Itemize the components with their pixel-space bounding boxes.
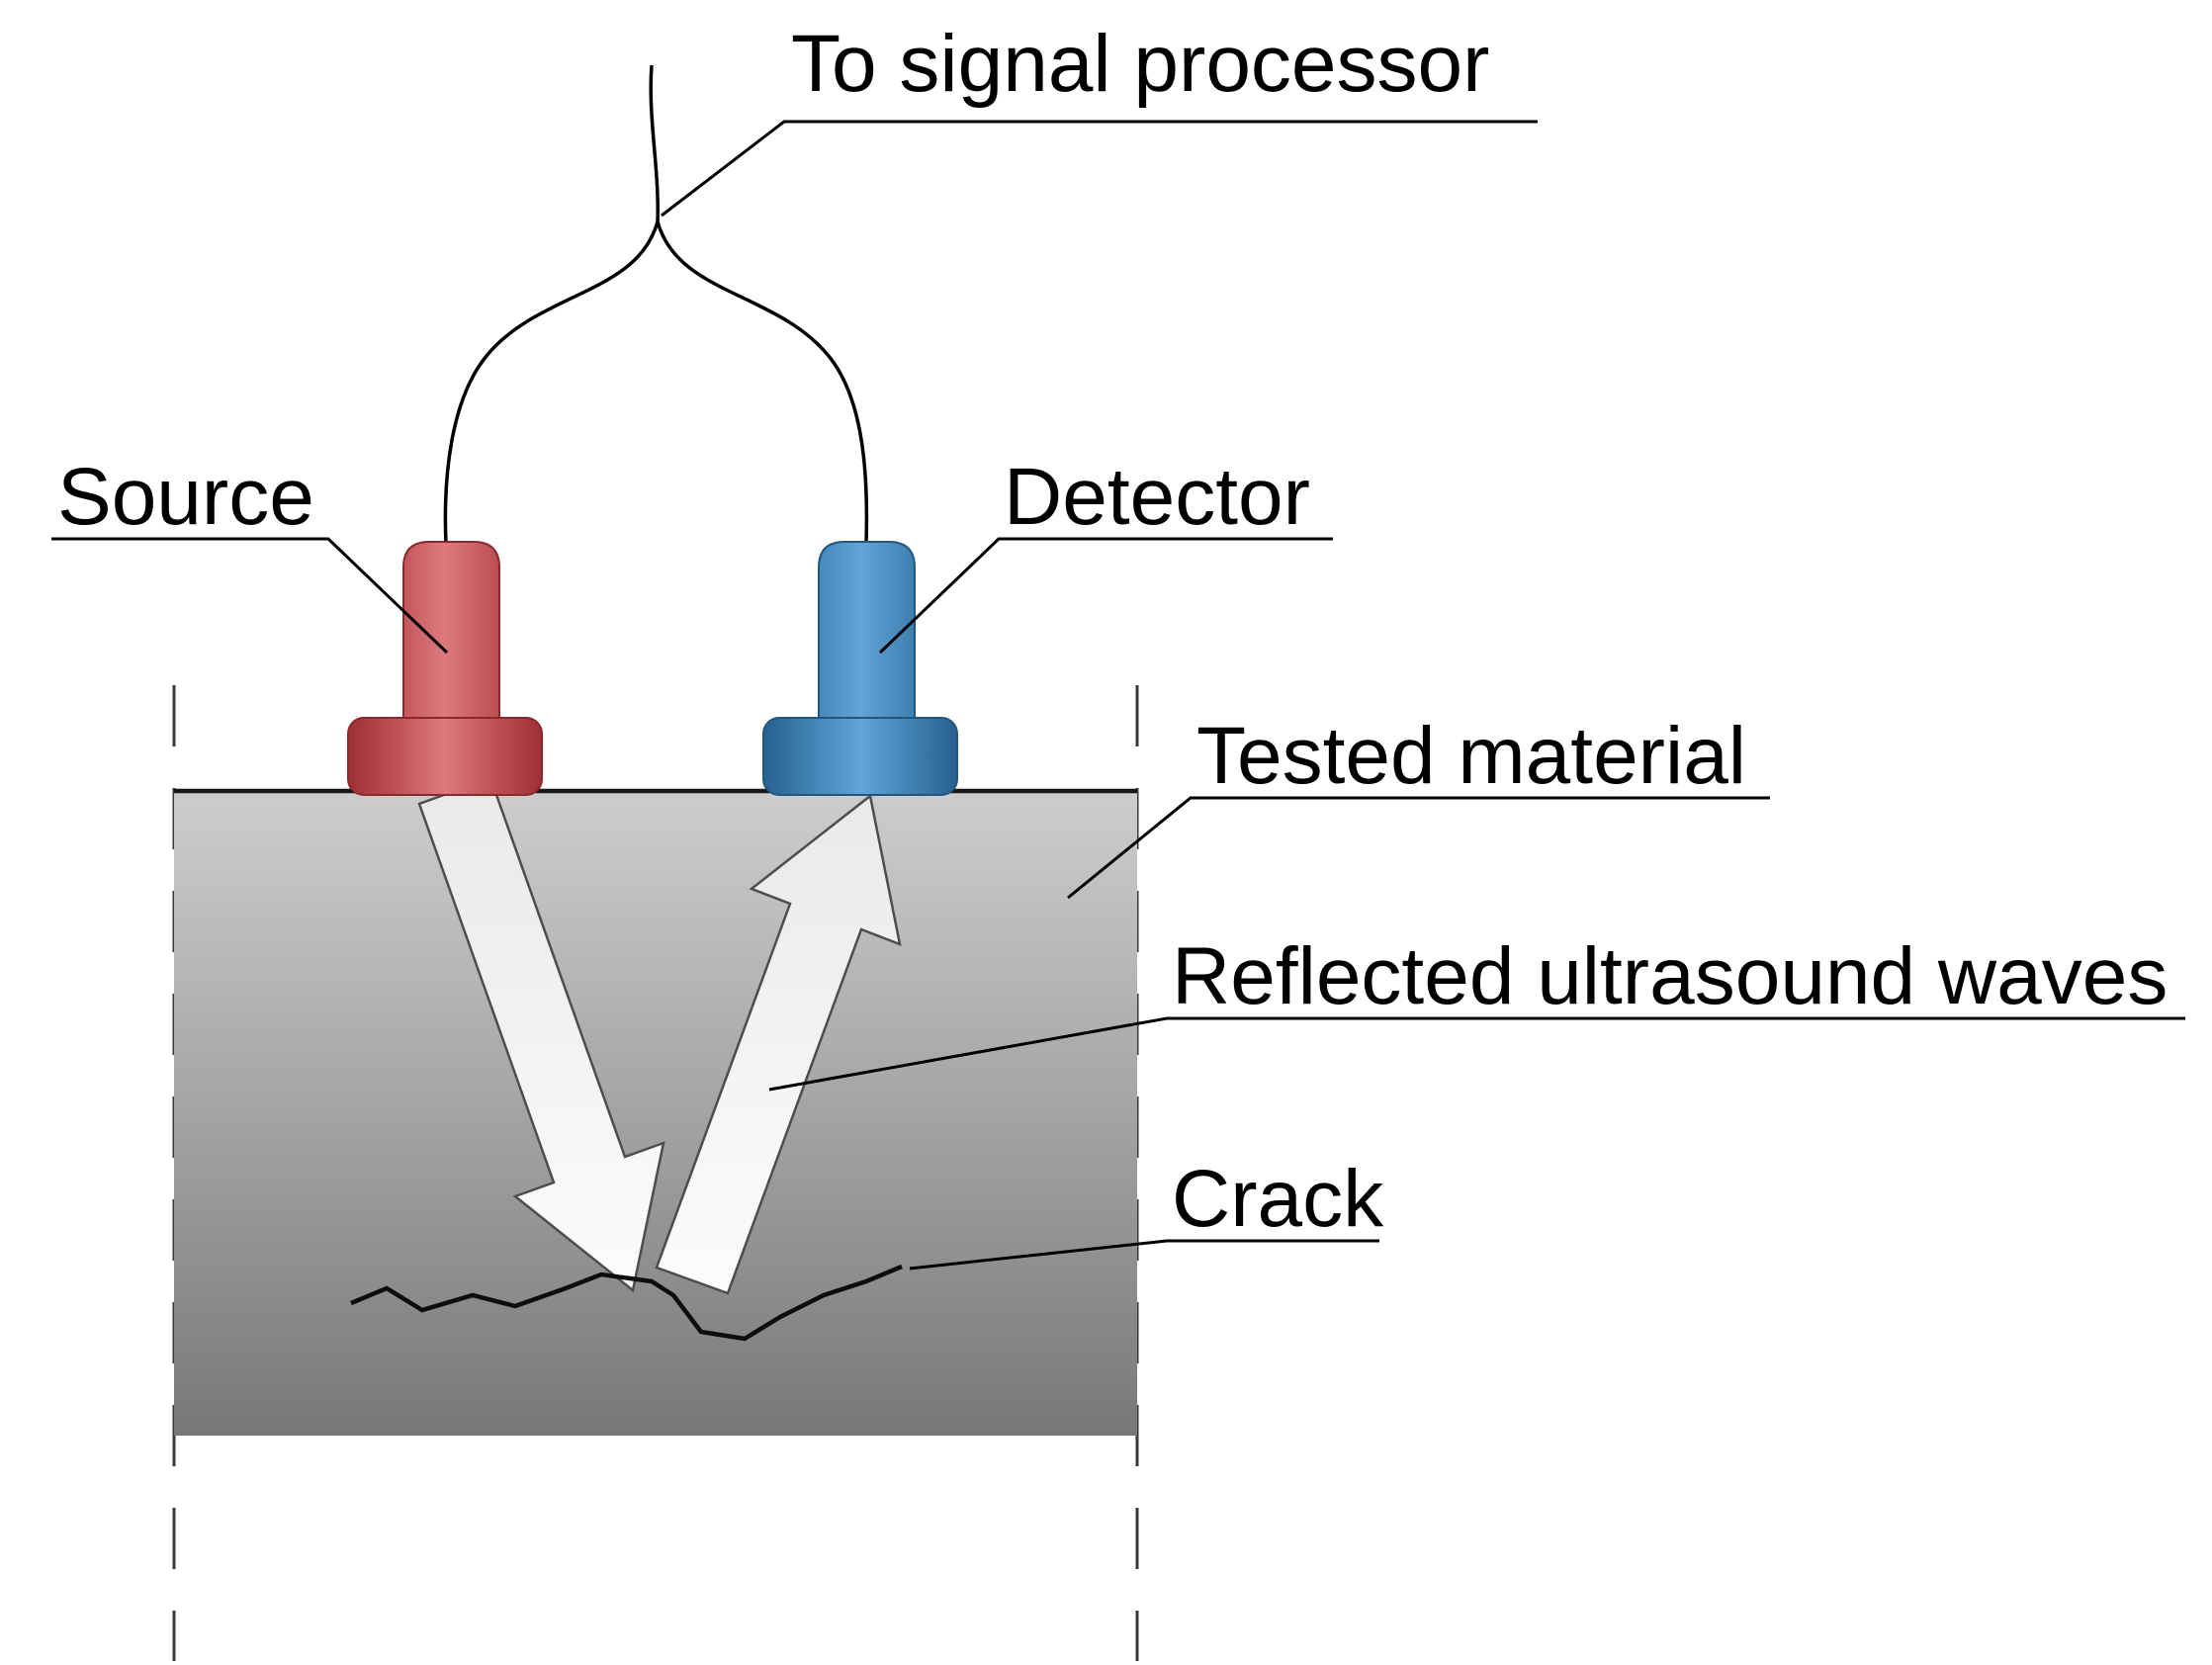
reflected-waves-label: Reflected ultrasound waves [1172,931,2168,1021]
reflected-ultrasound-arrow [655,793,902,1295]
leader-lines [51,120,2185,1271]
signal-cable-trunk [649,64,660,222]
source-transducer [347,541,543,796]
tested-material-leader-line [1067,796,1770,900]
source-leader-line [51,537,449,655]
crack-label: Crack [1172,1154,1384,1244]
source-transducer-base [347,717,543,796]
detector-leader-line [878,537,1333,655]
signal-processor-label: To signal processor [791,19,1489,109]
reflected-waves-leader-line [768,1016,2185,1092]
detector-cable [656,220,869,545]
signal-processor-leader-line [661,120,1538,218]
detector-transducer-base [762,717,958,796]
crack-shape [350,1264,903,1342]
source-label: Source [57,452,314,542]
emitted-ultrasound-arrow [417,776,665,1293]
crack-leader-line [909,1239,1379,1271]
detector-transducer-stem [818,541,916,756]
tested-material-block [174,791,1137,1436]
tested-material-label: Tested material [1196,711,1746,801]
detector-transducer [762,541,958,796]
source-transducer-stem [402,541,500,756]
source-cable [443,220,660,545]
detector-label: Detector [1004,452,1310,542]
